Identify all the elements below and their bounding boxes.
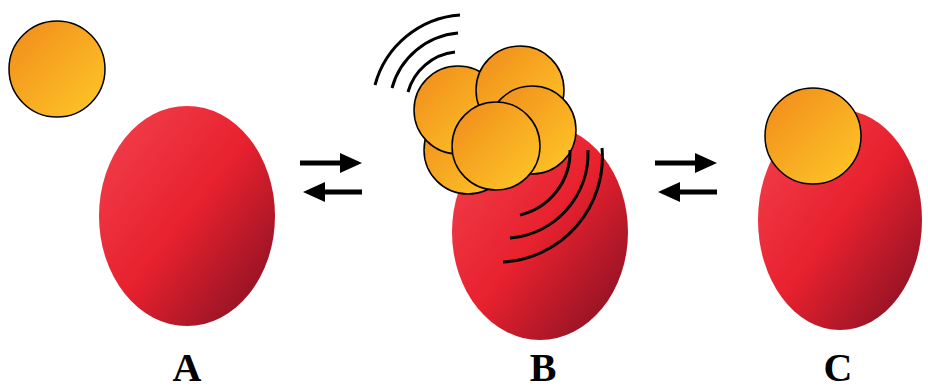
state-label: C [824, 348, 853, 388]
equilibrium-arrows [300, 153, 362, 202]
state-label: A [173, 348, 202, 388]
state-label: B [530, 348, 557, 388]
motion-arcs [375, 15, 602, 262]
equilibrium-arrows [655, 153, 717, 202]
ligand-fluctuating [414, 46, 576, 194]
protein [99, 106, 275, 326]
ligand-bound [765, 88, 861, 184]
ligand [9, 21, 105, 117]
